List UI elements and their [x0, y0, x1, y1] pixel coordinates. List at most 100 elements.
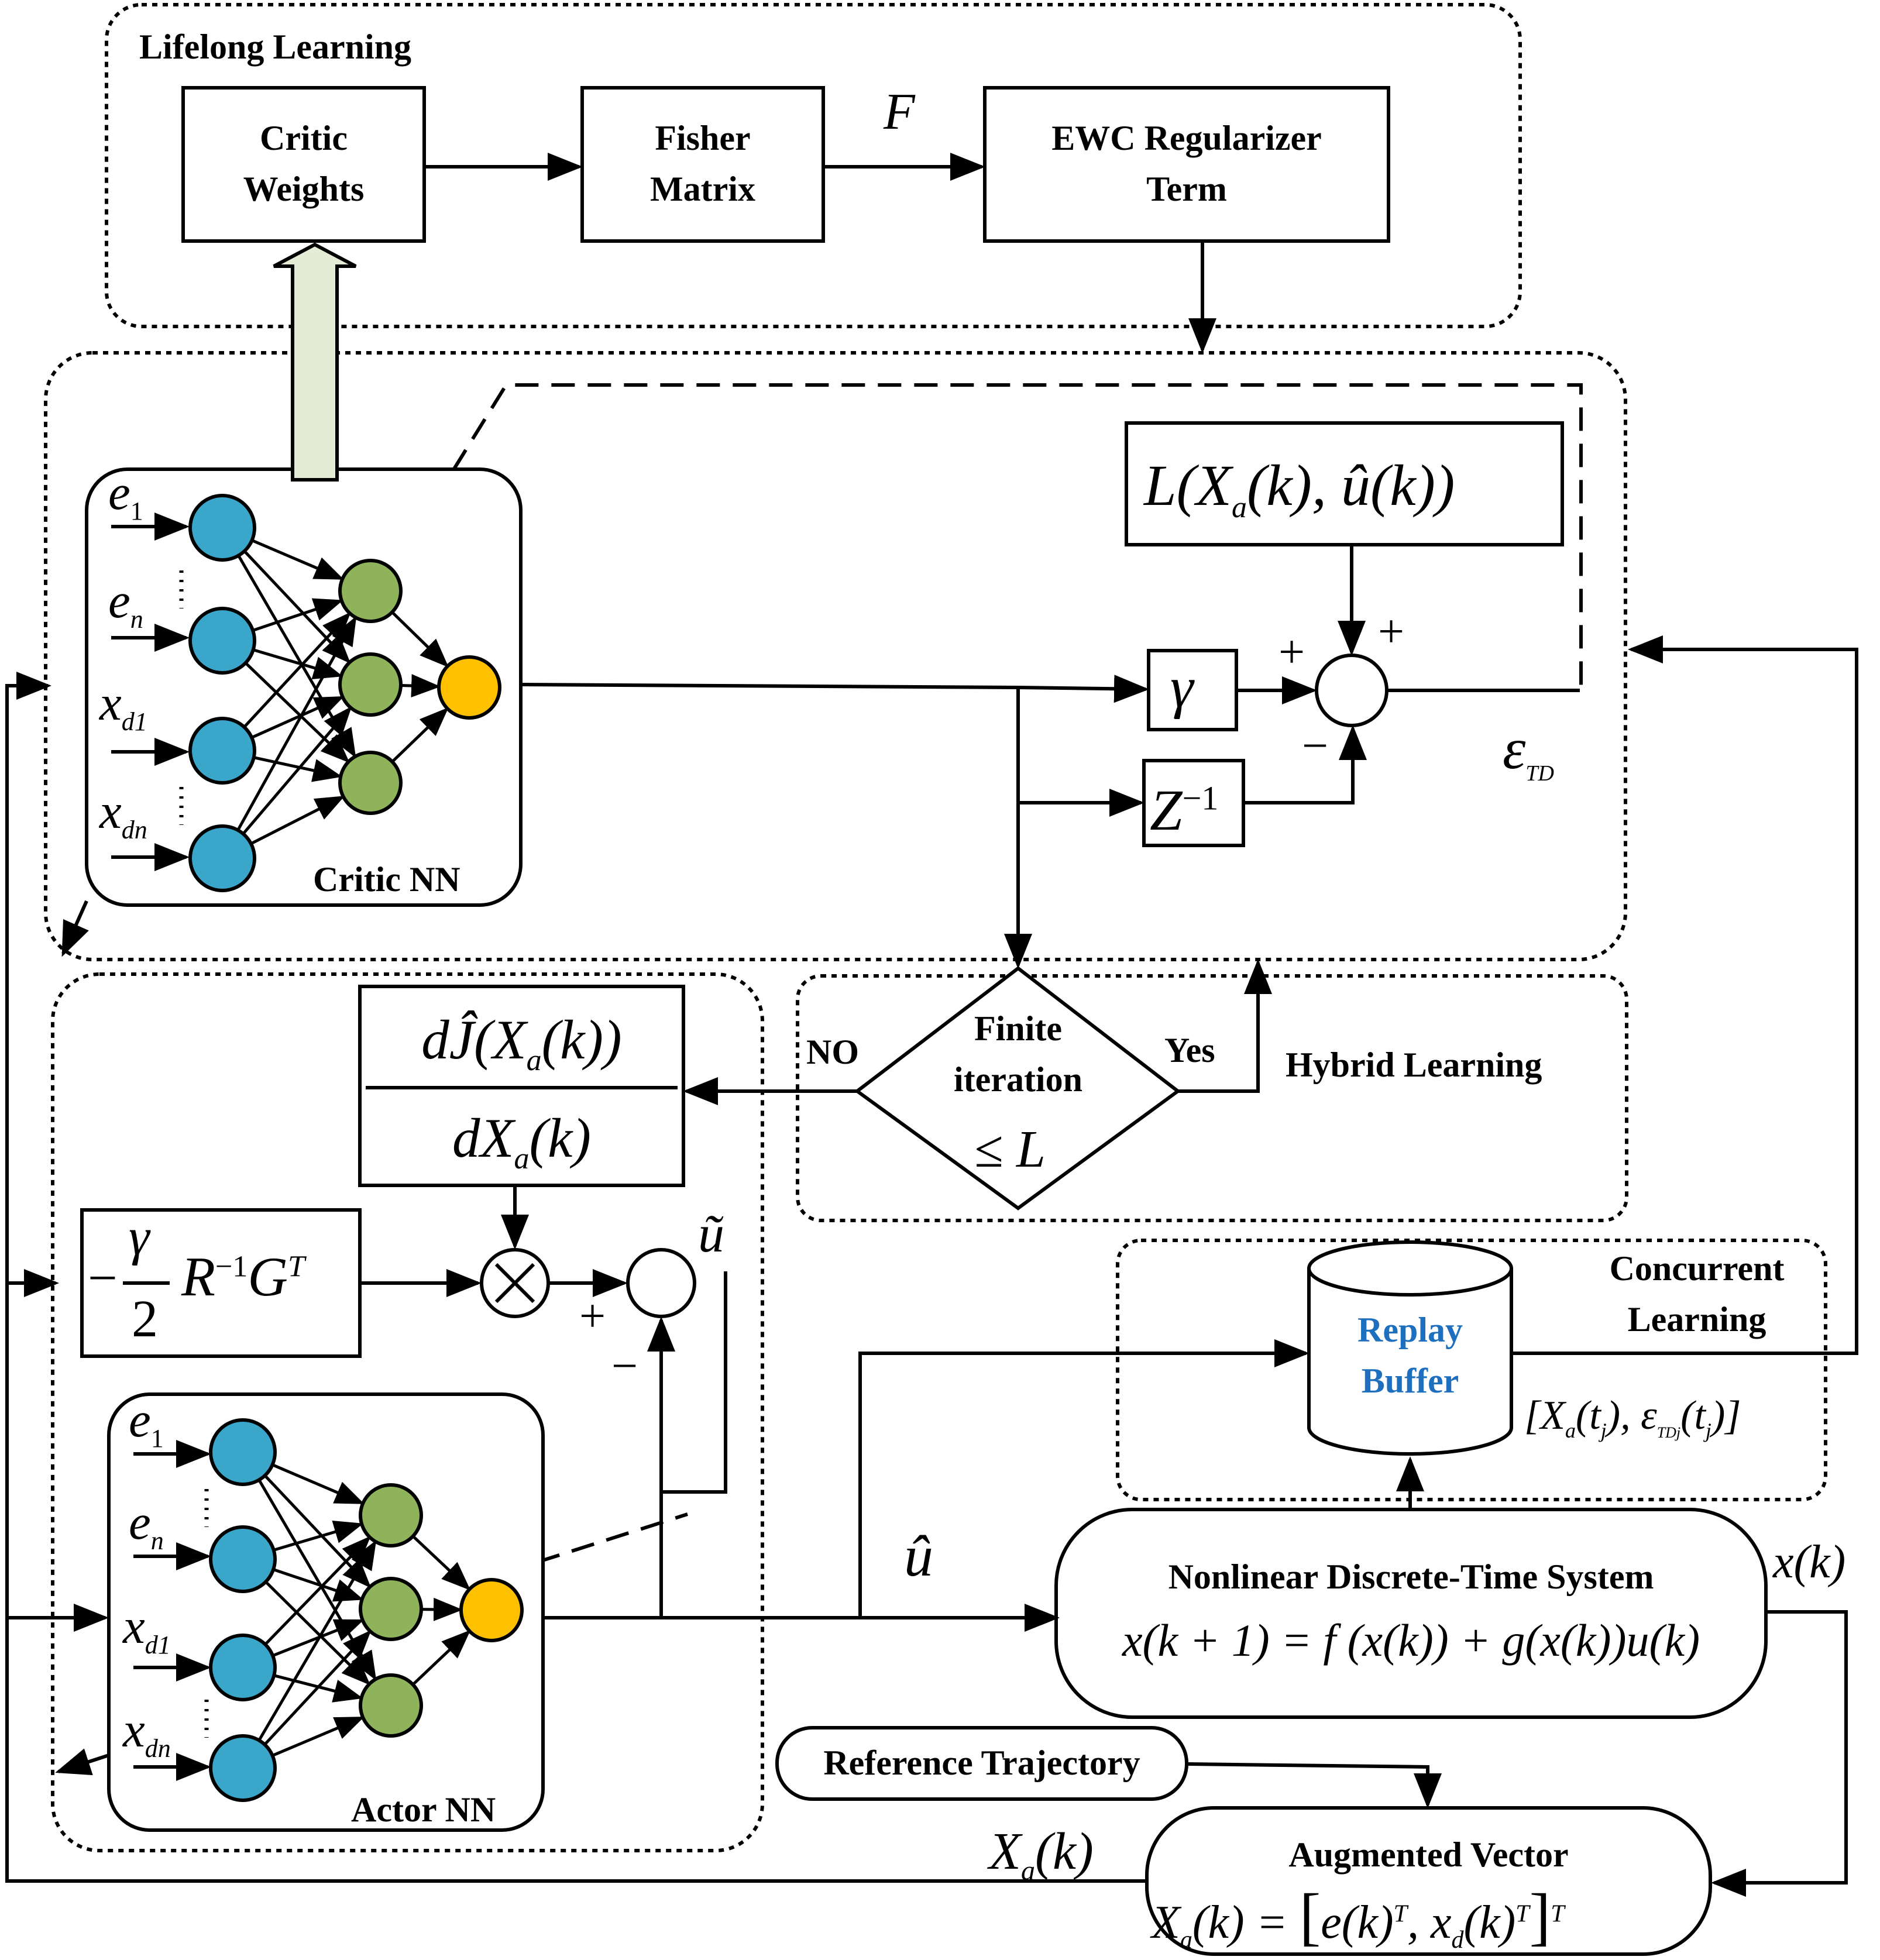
tuple-j: j — [1600, 1419, 1607, 1442]
eps-sub: TD — [1525, 761, 1554, 786]
dj-den-rest: (k) — [529, 1107, 591, 1169]
xa-feedback-label: Xa(k) — [989, 1825, 1094, 1885]
actor-nn-label: Actor NN — [351, 1790, 496, 1829]
dj-den-sub: a — [514, 1142, 530, 1175]
tuple-tdj: TDj — [1656, 1424, 1681, 1441]
critic-hidden-node-0 — [338, 559, 403, 623]
actor-edge-in2-h1 — [272, 1619, 365, 1658]
finite-line-2: iteration — [954, 1060, 1082, 1099]
dj-num-rest: (k)) — [541, 1009, 622, 1071]
critic-nn-label: Critic NN — [313, 860, 460, 899]
critic-edge-h0-out — [391, 611, 449, 668]
ewc-label: EWC Regularizer Term — [985, 113, 1388, 215]
tuple-j2: j — [1705, 1419, 1711, 1442]
critic-edge-in0-h0 — [251, 539, 344, 580]
gain-frac-num: γ — [129, 1208, 150, 1266]
td-minus: − — [1302, 720, 1329, 772]
aug-sub: a — [1180, 1927, 1192, 1954]
gain-expression: R−1GT — [181, 1249, 305, 1305]
aug-xd: (k) — [1463, 1897, 1516, 1948]
finite-iteration-label: Finite iteration — [913, 1003, 1123, 1105]
actor-input-en: en — [129, 1495, 164, 1555]
tuple-a: a — [1565, 1419, 1576, 1442]
actor-edge-in3-h0 — [257, 1540, 377, 1741]
actor-group — [51, 972, 764, 1852]
td-plus-top: + — [1378, 606, 1405, 658]
critic-edge-in2-h2 — [253, 756, 343, 782]
td-summing-junction — [1315, 654, 1388, 727]
critic-edge-in2-h1 — [251, 696, 345, 739]
aug-t1: T — [1393, 1900, 1407, 1928]
dj-num-sub: a — [526, 1044, 542, 1077]
tuple-close: )] — [1711, 1393, 1741, 1438]
hybrid-learning-group — [796, 974, 1628, 1222]
fisher-matrix-label: Fisher Matrix — [582, 113, 823, 215]
u-hat-label: û — [904, 1524, 933, 1588]
actor-input-node-0 — [209, 1418, 277, 1486]
critic-group — [44, 351, 1627, 961]
zinv-z: Z — [1150, 778, 1183, 843]
actor-edge-in1-h2 — [264, 1580, 371, 1686]
critic-dashed-line — [452, 383, 1583, 689]
xa-sub: a — [1020, 1855, 1035, 1886]
actor-summing-junction — [626, 1248, 696, 1318]
system-equation: x(k + 1) = f (x(k)) + g(x(k))u(k) — [1122, 1615, 1700, 1666]
aug-e: e(k) — [1321, 1897, 1394, 1948]
dj-num: dĴ(X — [421, 1009, 527, 1071]
critic-input-e1: e1 — [108, 465, 143, 525]
td-error-label: εTD — [1503, 720, 1554, 785]
aug-d: d — [1451, 1927, 1464, 1954]
gain-r: R — [181, 1246, 216, 1308]
finite-iteration-diamond — [854, 966, 1181, 1211]
critic-weights-update-arrow — [273, 242, 357, 482]
fisher-line-2: Matrix — [650, 170, 755, 208]
critic-edge-in3-h0 — [236, 615, 357, 831]
zinv-label: Z−1 — [1150, 781, 1218, 840]
critic-edge-in1-h2 — [244, 662, 350, 764]
actor-edge-h2-out — [412, 1629, 471, 1686]
reference-box — [775, 1726, 1188, 1801]
actor-minus: − — [611, 1340, 638, 1392]
critic-input-node-3 — [188, 824, 256, 892]
actor-input-e1: e1 — [129, 1392, 164, 1453]
aug-comma: , x — [1407, 1897, 1452, 1948]
loss-rest: (k), û(k)) — [1247, 453, 1455, 518]
aug-t2: T — [1515, 1900, 1530, 1928]
critic-edge-h1-out — [400, 674, 441, 698]
eps: ε — [1503, 716, 1526, 781]
tuple-open: [X — [1524, 1393, 1565, 1438]
dj-denominator: dXa(k) — [360, 1110, 683, 1174]
actor-input-node-3 — [209, 1734, 277, 1802]
gain-fraction-bar — [123, 1281, 170, 1285]
td-plus-left: + — [1278, 627, 1305, 678]
replay-line-2: Buffer — [1361, 1361, 1459, 1400]
critic-edge-in0-h1 — [243, 550, 351, 664]
critic-hidden-node-2 — [338, 751, 403, 815]
critic-output-node — [437, 655, 501, 720]
actor-edge-in3-h1 — [263, 1629, 372, 1746]
actor-input-node-2 — [209, 1634, 277, 1701]
critic-edge-in3-h1 — [242, 706, 352, 835]
reference-trajectory-label: Reference Trajectory — [823, 1744, 1140, 1782]
gain-sup1: −1 — [215, 1250, 248, 1284]
replay-line-1: Replay — [1357, 1311, 1463, 1349]
concurrent-learning-label: Concurrent Learning — [1574, 1243, 1820, 1345]
actor-dashed-line — [537, 1512, 688, 1564]
system-box — [1054, 1508, 1768, 1719]
xa-x: X — [989, 1823, 1021, 1880]
critic-input-en: en — [108, 573, 143, 634]
actor-edge-h0-out — [412, 1535, 471, 1591]
finite-bound-label: ≤ L — [974, 1120, 1046, 1178]
critic-edge-h2-out — [391, 707, 449, 763]
actor-edge-in3-h2 — [271, 1716, 365, 1757]
loss-sub: a — [1232, 491, 1247, 524]
concurrent-line-1: Concurrent — [1609, 1249, 1785, 1288]
tuple-end: (t — [1680, 1393, 1706, 1438]
augmented-vector-title: Augmented Vector — [1288, 1835, 1569, 1874]
u-tilde-label: ũ — [698, 1205, 724, 1263]
critic-input-xdn: xdn — [99, 784, 147, 844]
xk-label: x(k) — [1773, 1536, 1846, 1588]
system-title: Nonlinear Discrete-Time System — [1168, 1557, 1654, 1596]
critic-hidden-node-1 — [338, 652, 403, 717]
fisher-matrix-box — [580, 86, 825, 243]
